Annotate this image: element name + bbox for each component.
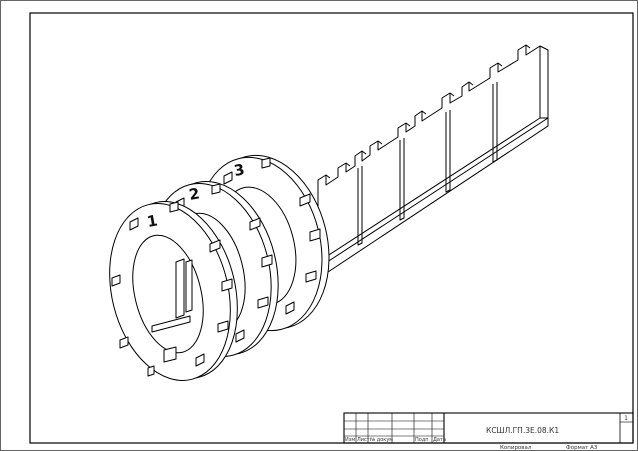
tb-copied-label: Копировал (500, 445, 532, 451)
ring-1 (109, 201, 238, 381)
spine-slot-3 (445, 110, 451, 193)
ring-label-2: 2 (188, 184, 201, 204)
spine-notch-edges (325, 44, 531, 179)
title-block (343, 412, 634, 444)
tb-format-label: Формат А3 (566, 445, 598, 451)
spine-slot-2 (399, 138, 405, 221)
title-block-frame (343, 412, 634, 444)
ring-1-center-tabs (175, 258, 193, 319)
ring-label-1: 1 (146, 211, 159, 231)
spine-end (539, 45, 549, 119)
tb-header-izm: Изм (345, 437, 355, 443)
tb-header-data: Дата (433, 437, 446, 443)
tb-header-list: Лист (357, 437, 370, 443)
spine-slot-4 (492, 82, 498, 163)
spine-face (317, 44, 541, 263)
tb-designation: КСШЛ.ГП.3Е.08.К1 (486, 426, 559, 435)
spine-slot-1 (357, 166, 363, 246)
ring-1-notches (111, 201, 233, 377)
spine-plate (317, 44, 549, 277)
ring-1-bottom-tab (163, 346, 177, 363)
tb-sheet-number: 1 (624, 415, 628, 422)
ring-1-crossbar (151, 315, 191, 333)
tb-header-dokum: № докум (370, 437, 393, 443)
tb-header-podp: Подп (415, 437, 429, 443)
ring-label-3: 3 (233, 160, 246, 180)
inner-frame (29, 12, 634, 444)
